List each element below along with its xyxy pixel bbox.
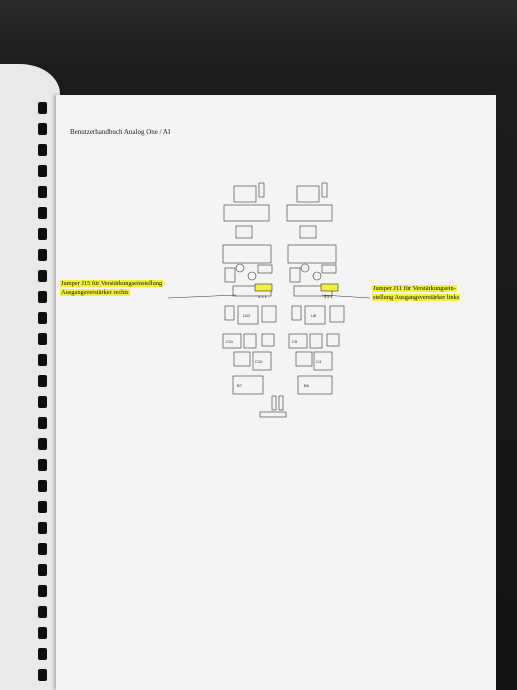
jumper-pins-label-left: 3 2 1 [324, 294, 334, 299]
binding-ring [38, 606, 47, 618]
binding-ring [38, 417, 47, 429]
component-block-left-1 [223, 204, 270, 222]
binding-ring [38, 564, 47, 576]
component-left-4 [224, 267, 236, 283]
binding-ring [38, 333, 47, 345]
capacitor-right-2 [312, 271, 322, 281]
component-right-8 [329, 305, 345, 323]
capacitor-right-1 [300, 263, 310, 273]
callout-j15-line2: Ausgangsverstärker rechts [60, 288, 130, 296]
binding-ring [38, 438, 47, 450]
dark-surface [0, 0, 517, 70]
bottom-post-2 [278, 395, 284, 411]
capacitor-left-1 [235, 263, 245, 273]
callout-jumper-j15: Jumper J15 für Verstärkungseinstellung A… [60, 280, 164, 297]
page-header: Benutzerhandbuch Analog One / AI [70, 128, 171, 136]
callout-j11-line1: Jumper J11 für Verstärkungsein- [372, 285, 457, 292]
binding-ring [38, 144, 47, 156]
binding-ring [38, 543, 47, 555]
binding-ring [38, 669, 47, 681]
spiral-binding [34, 96, 48, 690]
bottom-label-left: B7 [237, 383, 243, 388]
regulator-right-d [326, 333, 340, 347]
resistor-right-top [321, 182, 328, 198]
component-right-4 [289, 267, 301, 283]
binding-ring [38, 102, 47, 114]
binding-ring [38, 123, 47, 135]
regulator-right-a [288, 333, 308, 349]
block-right-bottom [297, 375, 333, 395]
regulator-left-c [243, 333, 257, 349]
component-left-5 [257, 264, 273, 274]
component-block-right-3 [287, 244, 337, 264]
binding-ring [38, 270, 47, 282]
callout-j11-line2: stellung Ausgangsverstärker links [372, 293, 461, 301]
regulator-left-e [233, 351, 251, 367]
regulator-right-e [295, 351, 313, 367]
reg-label-left-b: C10 [255, 359, 263, 364]
binding-ring [38, 249, 47, 261]
connector-left-top [233, 185, 257, 203]
component-right-2 [299, 225, 317, 239]
binding-ring [38, 480, 47, 492]
leader-line-left [167, 294, 237, 299]
reg-label-right-b: C4 [316, 359, 322, 364]
block-left-bottom [232, 375, 264, 395]
chip-left [237, 305, 259, 325]
chip-label-right: U6 [311, 313, 317, 318]
component-block-right-1 [286, 204, 333, 222]
binding-ring [38, 585, 47, 597]
back-sheet [0, 64, 60, 690]
bottom-label-right: B6 [304, 383, 310, 388]
chip-label-left: U12 [243, 313, 251, 318]
connector-right-top [296, 185, 320, 203]
binding-ring [38, 648, 47, 660]
component-right-7 [291, 305, 302, 321]
reg-label-right-a: C5 [292, 339, 298, 344]
regulator-right-c [309, 333, 323, 349]
component-left-2 [235, 225, 253, 239]
binding-ring [38, 396, 47, 408]
manual-page [56, 95, 496, 690]
binding-ring [38, 459, 47, 471]
callout-j15-line1: Jumper J15 für Verstärkungseinstellung [60, 280, 164, 287]
regulator-right-b [313, 351, 333, 371]
capacitor-left-2 [247, 271, 257, 281]
jumper-j15-highlight [254, 283, 273, 292]
component-left-8 [261, 305, 277, 323]
bottom-connector [259, 411, 287, 418]
regulator-left-b [252, 351, 272, 371]
binding-ring [38, 312, 47, 324]
jumper-j11-highlight [320, 283, 339, 292]
binding-ring [38, 627, 47, 639]
component-block-left-3 [222, 244, 272, 264]
regulator-left-a [222, 333, 242, 349]
binding-ring [38, 228, 47, 240]
chip-right [304, 305, 326, 325]
leader-line-right [321, 294, 371, 299]
binding-ring [38, 165, 47, 177]
binding-ring [38, 291, 47, 303]
regulator-left-d [261, 333, 275, 347]
binding-ring [38, 207, 47, 219]
binding-ring [38, 375, 47, 387]
binding-ring [38, 501, 47, 513]
binding-ring [38, 522, 47, 534]
bottom-post-1 [271, 395, 277, 411]
component-left-7 [224, 305, 235, 321]
component-right-5 [321, 264, 337, 274]
resistor-left-top [258, 182, 265, 198]
reg-label-left-a: C11 [226, 339, 234, 344]
binding-ring [38, 186, 47, 198]
callout-jumper-j11: Jumper J11 für Verstärkungsein- stellung… [372, 285, 461, 302]
binding-ring [38, 354, 47, 366]
jumper-pins-label-right: 3 2 1 [258, 294, 268, 299]
